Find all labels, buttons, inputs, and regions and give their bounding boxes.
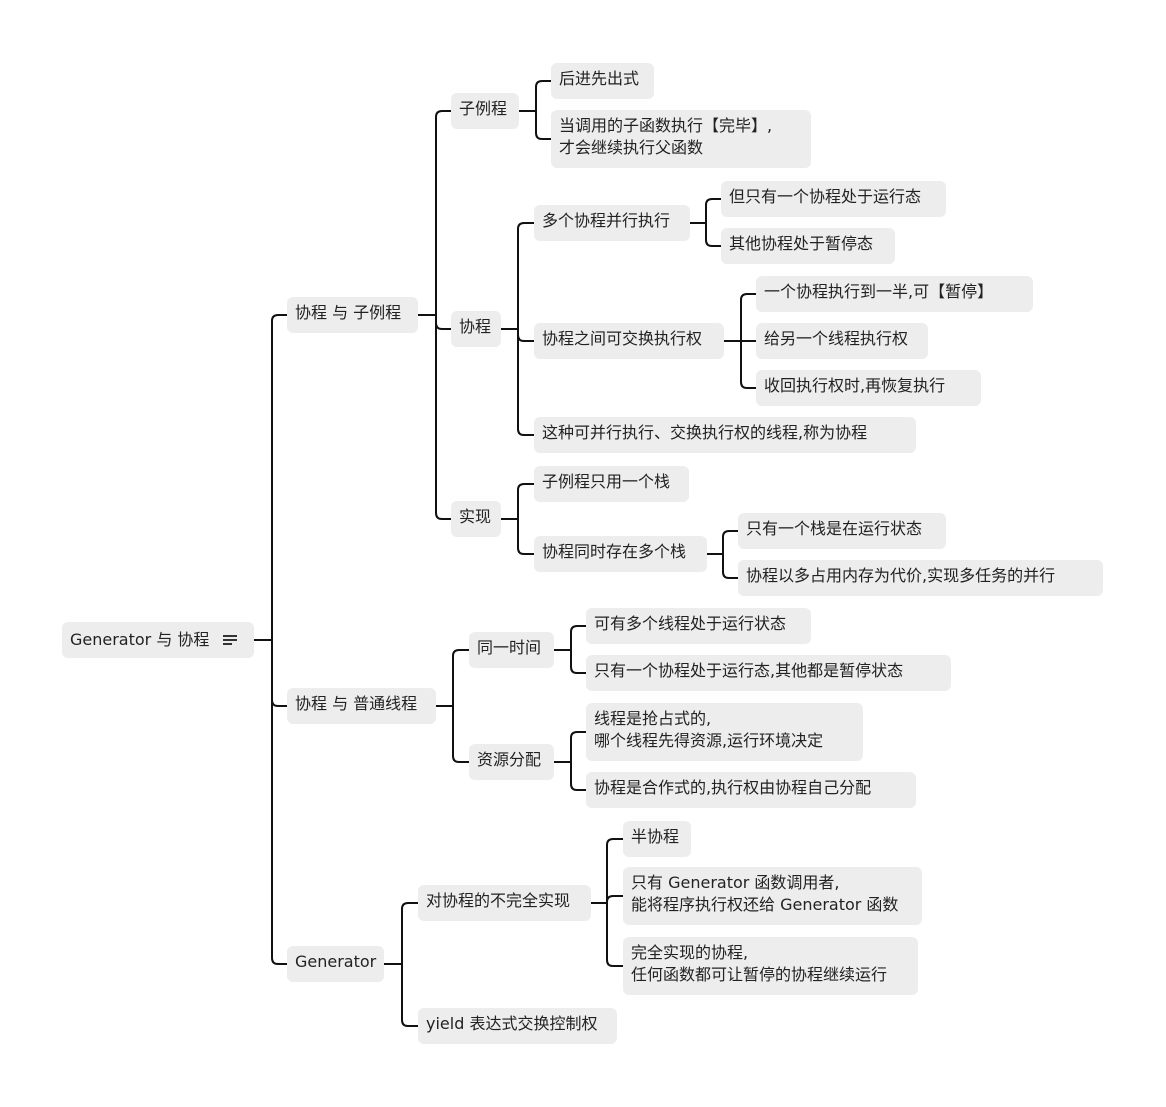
node-multi-stack[interactable]: 协程同时存在多个栈: [534, 536, 707, 572]
connector-line: [254, 314, 287, 965]
node-others-paused[interactable]: 其他协程处于暂停态: [721, 228, 895, 264]
node-same-time[interactable]: 同一时间: [469, 632, 554, 668]
node-full[interactable]: 完全实现的协程, 任何函数都可让暂停的协程继续运行: [623, 937, 918, 995]
root-node[interactable]: Generator 与 协程: [62, 622, 254, 658]
node-one-stack[interactable]: 子例程只用一个栈: [534, 466, 689, 502]
node-resume[interactable]: 收回执行权时,再恢复执行: [756, 370, 981, 406]
node-one-stack-running[interactable]: 只有一个栈是在运行状态: [738, 513, 946, 549]
node-give-to-other[interactable]: 给另一个线程执行权: [756, 323, 928, 359]
node-preemptive[interactable]: 线程是抢占式的, 哪个线程先得资源,运行环境决定: [586, 703, 863, 761]
root-label: Generator 与 协程: [70, 630, 210, 649]
text-line: 只有 Generator 函数调用者,: [631, 873, 840, 892]
connector-line: [724, 293, 756, 389]
node-one-coroutine-running[interactable]: 只有一个协程处于运行态,其他都是暂停状态: [586, 655, 951, 691]
node-memory-cost[interactable]: 协程以多占用内存为代价,实现多任务的并行: [738, 560, 1103, 596]
node-cooperative[interactable]: 协程是合作式的,执行权由协程自己分配: [586, 772, 916, 808]
connector-line: [690, 198, 721, 247]
node-coroutine-vs-subroutine[interactable]: 协程 与 子例程: [287, 297, 418, 333]
connector-line: [591, 838, 623, 967]
text-line: 线程是抢占式的,: [594, 709, 712, 728]
text-line: 哪个线程先得资源,运行环境决定: [594, 731, 824, 750]
connector-line: [519, 80, 551, 140]
node-only-one-running[interactable]: 但只有一个协程处于运行态: [721, 181, 946, 217]
node-only-caller[interactable]: 只有 Generator 函数调用者, 能将程序执行权还给 Generator …: [623, 867, 922, 925]
connector-line: [384, 902, 418, 1027]
node-exchange[interactable]: 协程之间可交换执行权: [534, 323, 724, 359]
node-threads-running[interactable]: 可有多个线程处于运行状态: [586, 608, 811, 644]
node-coroutine[interactable]: 协程: [451, 311, 501, 347]
node-lifo[interactable]: 后进先出式: [551, 63, 654, 99]
connector-line: [501, 222, 534, 436]
text-line: 完全实现的协程,: [631, 943, 749, 962]
node-incomplete[interactable]: 对协程的不完全实现: [418, 885, 591, 921]
text-line: 能将程序执行权还给 Generator 函数: [631, 895, 899, 914]
node-pause-halfway[interactable]: 一个协程执行到一半,可【暂停】: [756, 276, 1033, 312]
connector-line: [707, 530, 738, 579]
node-implementation[interactable]: 实现: [451, 501, 501, 537]
text-line: 当调用的子函数执行【完毕】,: [559, 116, 773, 135]
node-parallel[interactable]: 多个协程并行执行: [534, 205, 690, 241]
node-definition[interactable]: 这种可并行执行、交换执行权的线程,称为协程: [534, 417, 916, 453]
connector-line: [554, 625, 586, 674]
node-return-after-done[interactable]: 当调用的子函数执行【完毕】, 才会继续执行父函数: [551, 110, 811, 168]
connector-line: [554, 731, 586, 791]
connector-line: [418, 110, 451, 520]
node-yield[interactable]: yield 表达式交换控制权: [418, 1008, 617, 1044]
node-subroutine[interactable]: 子例程: [451, 93, 519, 129]
node-generator[interactable]: Generator: [287, 946, 384, 982]
connector-line: [436, 649, 469, 763]
text-line: 任何函数都可让暂停的协程继续运行: [631, 965, 888, 984]
node-resource[interactable]: 资源分配: [469, 744, 554, 780]
text-line: 才会继续执行父函数: [559, 138, 704, 157]
menu-icon[interactable]: [223, 634, 238, 646]
node-semi[interactable]: 半协程: [623, 821, 691, 857]
connector-line: [501, 483, 534, 555]
node-coroutine-vs-thread[interactable]: 协程 与 普通线程: [287, 688, 436, 724]
